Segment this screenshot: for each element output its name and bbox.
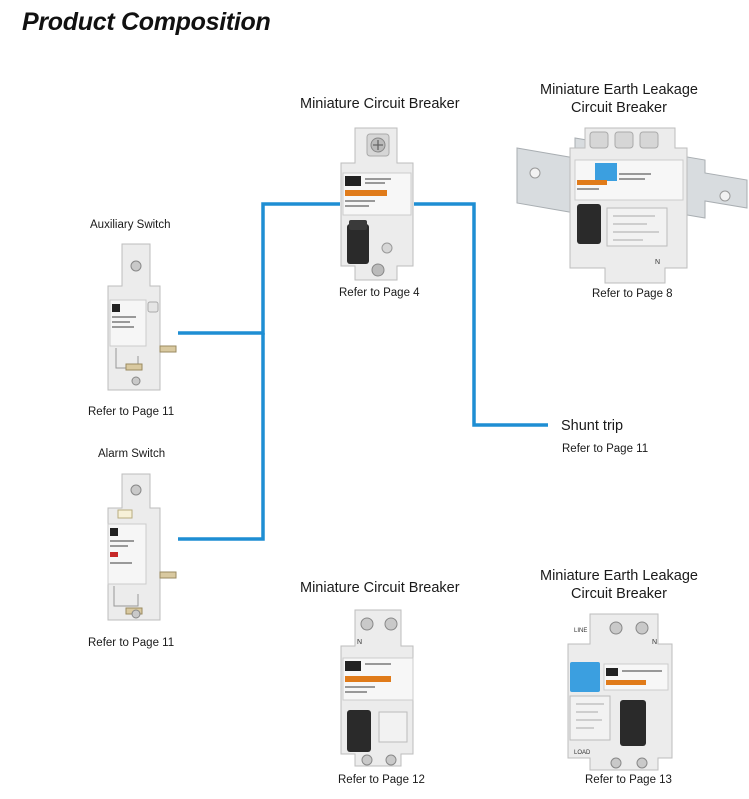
wire-aux-to-mcb: [178, 202, 340, 335]
mcb-top-label: Miniature Circuit Breaker: [300, 96, 460, 112]
elcb-bottom-label-line2: Circuit Breaker: [571, 586, 667, 602]
alarm-switch-label: Alarm Switch: [98, 448, 166, 460]
mcb-bottom-device[interactable]: N: [335, 604, 420, 770]
alarm-switch-device[interactable]: [88, 468, 183, 633]
aux-switch-label: Auxiliary Switch: [90, 219, 171, 231]
aux-switch-ref[interactable]: Refer to Page 11: [88, 406, 175, 418]
aux-switch-device[interactable]: [88, 238, 183, 403]
elcb-bottom-line-mark: LINE: [574, 628, 587, 634]
elcb-top-label-line1: Miniature Earth Leakage: [540, 82, 698, 98]
elcb-top-label: Miniature Earth Leakage Circuit Breaker: [540, 81, 698, 117]
mcb-top-ref[interactable]: Refer to Page 4: [339, 287, 420, 299]
shunt-trip-ref[interactable]: Refer to Page 11: [562, 443, 649, 455]
elcb-top-label-line2: Circuit Breaker: [571, 100, 667, 116]
elcb-top-device[interactable]: N: [515, 118, 749, 288]
elcb-bottom-label-line1: Miniature Earth Leakage: [540, 568, 698, 584]
alarm-switch-ref[interactable]: Refer to Page 11: [88, 637, 175, 649]
mcb-bottom-n-mark: N: [357, 639, 362, 646]
wire-mcb-to-shunt: [414, 202, 548, 427]
elcb-top-n-mark: N: [655, 259, 660, 266]
shunt-trip-label: Shunt trip: [561, 418, 624, 434]
elcb-bottom-label: Miniature Earth Leakage Circuit Breaker: [540, 567, 698, 603]
mcb-bottom-label: Miniature Circuit Breaker: [300, 580, 460, 596]
mcb-bottom-ref[interactable]: Refer to Page 12: [338, 774, 425, 786]
elcb-bottom-load-mark: LOAD: [574, 750, 591, 756]
page-title: Product Composition: [22, 8, 271, 36]
elcb-top-ref[interactable]: Refer to Page 8: [592, 288, 673, 300]
elcb-bottom-n-mark: N: [652, 639, 657, 646]
mcb-top-device[interactable]: [335, 118, 420, 283]
elcb-bottom-device[interactable]: LINE N LOAD: [560, 608, 690, 773]
elcb-bottom-ref[interactable]: Refer to Page 13: [585, 774, 672, 786]
wire-alarm-to-mcb: [178, 333, 265, 541]
